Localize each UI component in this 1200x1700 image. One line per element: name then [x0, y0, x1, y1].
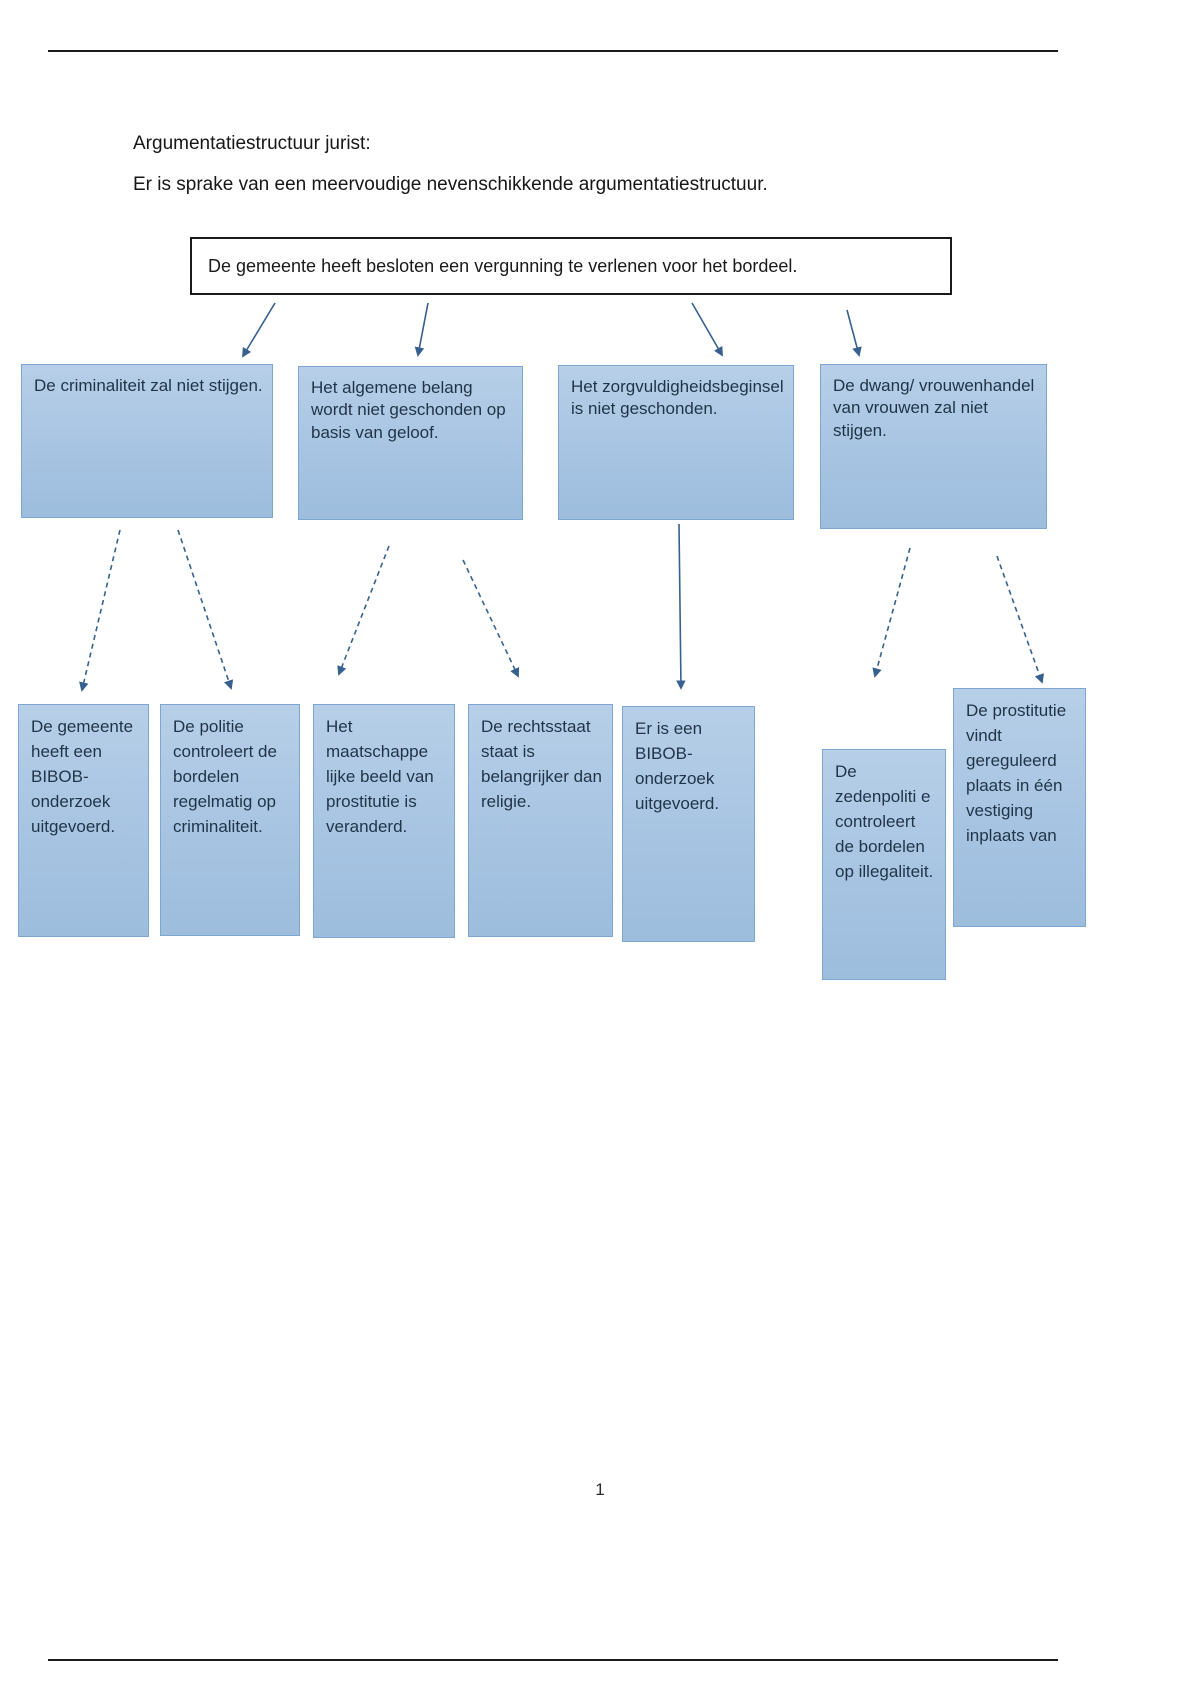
arrow-arg3-to-sub5	[676, 523, 686, 690]
page-number: 1	[595, 1480, 605, 1499]
argument-box-2: Het algemene belang wordt niet geschonde…	[298, 366, 523, 520]
argument-box-3: Het zorgvuldigheidsbeginsel is niet gesc…	[558, 365, 794, 520]
argument-box-1: De criminaliteit zal niet stijgen.	[21, 364, 273, 518]
arrow-claim-to-arg1	[242, 302, 276, 358]
arrow-claim-to-arg4	[846, 309, 862, 357]
arrow-claim-to-arg3	[691, 302, 723, 357]
sub-argument-box-7: De prostitutie vindt gereguleerd plaats …	[953, 688, 1086, 927]
intro-subtitle: Er is sprake van een meervoudige nevensc…	[133, 174, 768, 195]
claim-text: De gemeente heeft besloten een vergunnin…	[208, 255, 798, 276]
header-rule	[48, 50, 1058, 52]
sub-argument-box-6: De zedenpoliti e controleert de bordelen…	[822, 749, 946, 980]
arrow-arg4-to-sub7	[996, 555, 1044, 684]
arrow-claim-to-arg2	[414, 302, 429, 357]
sub-argument-box-4: De rechtsstaat staat is belangrijker dan…	[468, 704, 613, 937]
sub-argument-box-5: Er is een BIBOB-onderzoek uitgevoerd.	[622, 706, 755, 942]
arrow-arg1-to-sub2	[177, 529, 234, 690]
footer-rule	[48, 1659, 1058, 1661]
sub-argument-box-2: De politie controleert de bordelen regel…	[160, 704, 300, 936]
intro-title: Argumentatiestructuur jurist:	[133, 133, 371, 154]
arrow-arg2-to-sub3	[337, 545, 390, 676]
arrow-arg2-to-sub4	[462, 559, 520, 678]
arrow-arg1-to-sub1	[79, 529, 121, 692]
sub-argument-box-3: Het maatschappe lijke beeld van prostitu…	[313, 704, 455, 938]
arrow-arg4-to-sub6	[872, 547, 911, 678]
claim-box: De gemeente heeft besloten een vergunnin…	[190, 237, 952, 295]
sub-argument-box-1: De gemeente heeft een BIBOB-onderzoek ui…	[18, 704, 149, 937]
argument-box-4: De dwang/ vrouwenhandel van vrouwen zal …	[820, 364, 1047, 529]
